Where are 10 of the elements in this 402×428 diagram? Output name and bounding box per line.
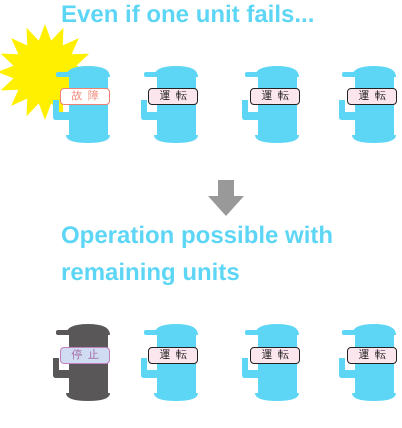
status-label: 運転	[250, 88, 300, 105]
status-label: 運転	[148, 88, 198, 105]
heading-text: Operation possible with remaining units	[61, 221, 334, 288]
status-label: 停止	[60, 347, 110, 364]
heading-text: Even if one unit fails...	[61, 0, 316, 30]
status-label: 運転	[148, 347, 198, 364]
status-label: 運転	[347, 88, 397, 105]
status-label: 運転	[347, 347, 397, 364]
status-label: 故障	[60, 88, 110, 105]
status-label: 運転	[250, 347, 300, 364]
